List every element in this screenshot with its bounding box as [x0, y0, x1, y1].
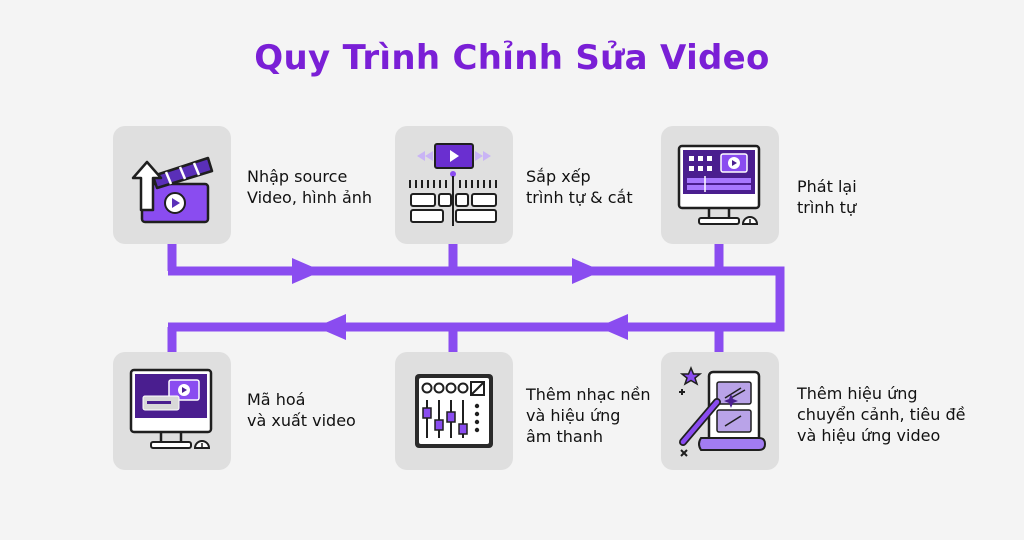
step-card-effects	[661, 352, 779, 470]
step-label-export: Mã hoá và xuất video	[247, 390, 356, 430]
step-card-playback	[661, 126, 779, 244]
flow-arrow-right	[572, 258, 602, 284]
step-label-playback: Phát lại trình tự	[797, 177, 857, 217]
flow-arrow-left	[316, 314, 346, 340]
flow-arrow-right	[292, 258, 322, 284]
step-label-import: Nhập source Video, hình ảnh	[247, 167, 373, 207]
step-card-audio	[395, 352, 513, 470]
step-card-export	[113, 352, 231, 470]
step-label-effects: Thêm hiệu ứng chuyển cảnh, tiêu đề và hi…	[797, 384, 966, 445]
step-card-arrange	[395, 126, 513, 244]
monitor-export-icon	[129, 368, 213, 449]
flow-arrow-left	[598, 314, 628, 340]
timeline-cut-icon	[409, 143, 497, 226]
monitor-playback-icon	[677, 144, 761, 225]
step-label-audio: Thêm nhạc nền và hiệu ứng âm thanh	[526, 385, 651, 446]
page-title: Quy Trình Chỉnh Sửa Video	[254, 38, 770, 78]
step-card-import	[113, 126, 231, 244]
audio-mixer-icon	[415, 374, 493, 448]
magic-wand-effects-icon	[679, 366, 767, 457]
clapperboard-import-icon	[131, 156, 214, 224]
step-label-arrange: Sắp xếp trình tự & cắt	[526, 167, 633, 207]
